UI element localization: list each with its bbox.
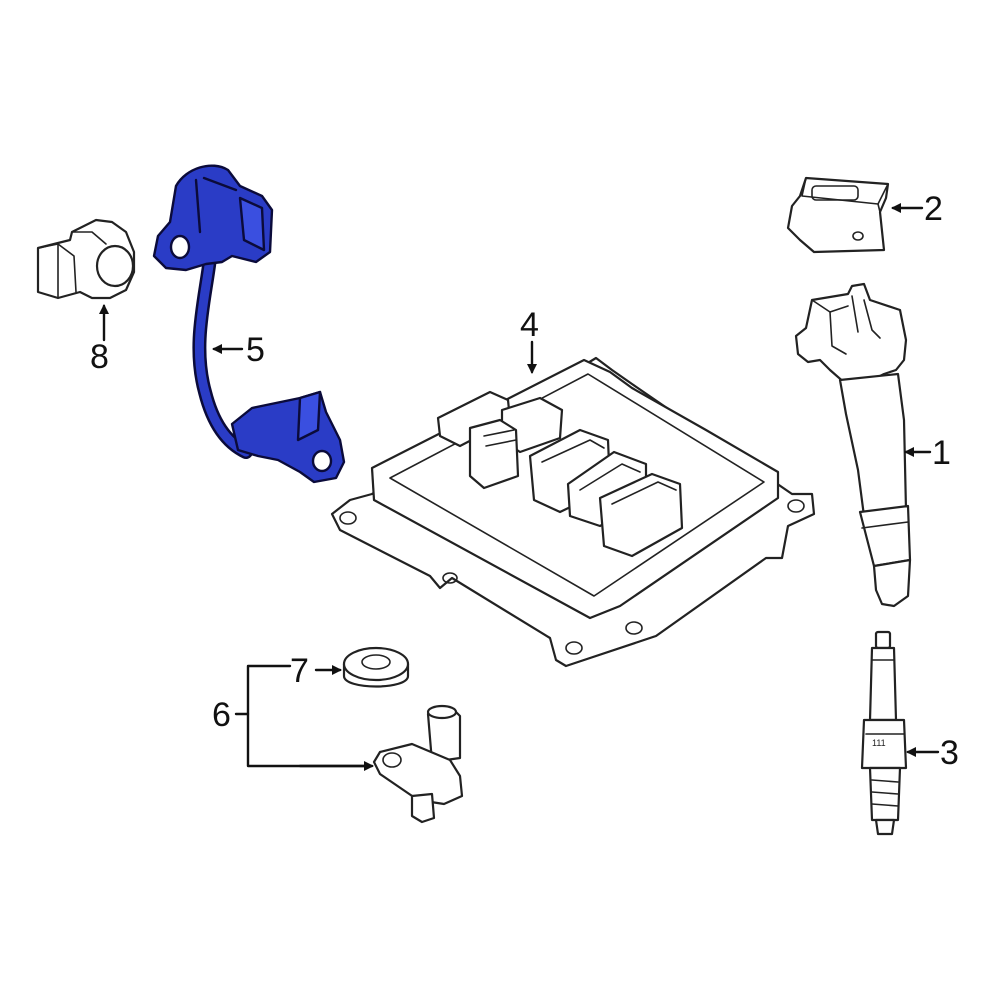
part-5-cable: [194, 253, 251, 457]
part-5-sensor-harness[interactable]: [152, 164, 346, 484]
part-6-sensor[interactable]: [372, 704, 464, 824]
part-8-sensor[interactable]: [36, 218, 136, 300]
callout-8[interactable]: 8: [90, 338, 109, 376]
part-7-seal[interactable]: [342, 646, 410, 688]
callout-3[interactable]: 3: [940, 734, 959, 772]
part-3-spark-plug[interactable]: 111: [860, 630, 908, 836]
svg-text:111: 111: [872, 738, 886, 748]
part-4-control-module[interactable]: [330, 356, 816, 668]
callout-1[interactable]: 1: [932, 434, 951, 472]
part-1-ignition-coil[interactable]: [794, 282, 912, 608]
callout-7[interactable]: 7: [290, 652, 309, 690]
callout-6[interactable]: 6: [212, 696, 231, 734]
callout-4[interactable]: 4: [520, 306, 539, 344]
part-2-bracket[interactable]: [786, 176, 890, 254]
callout-2[interactable]: 2: [924, 190, 943, 228]
callout-5[interactable]: 5: [246, 331, 265, 369]
